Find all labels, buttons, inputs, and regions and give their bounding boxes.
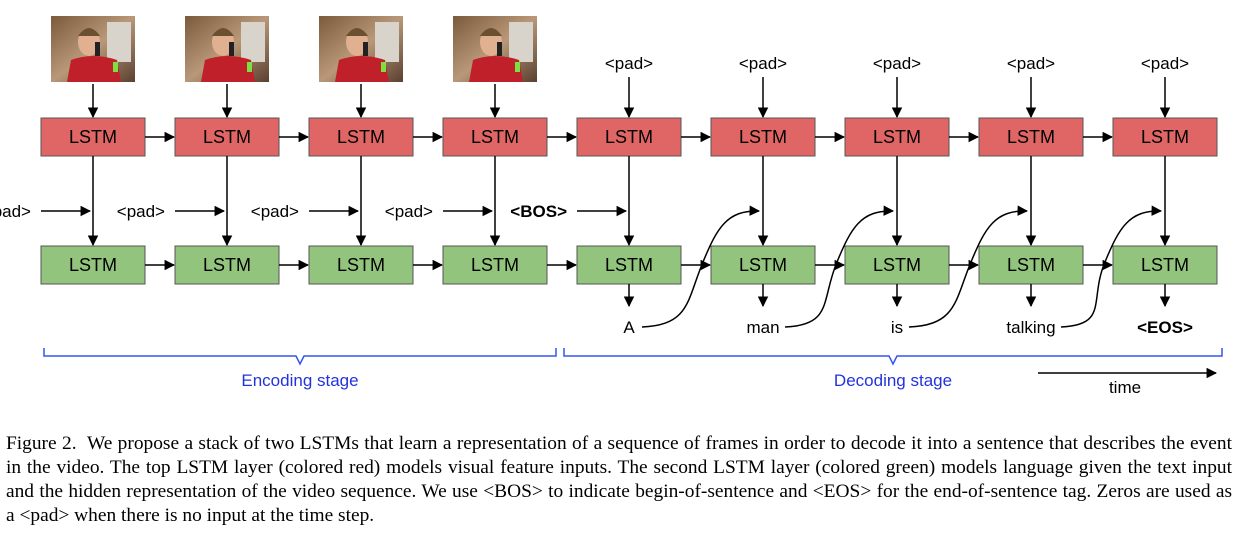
pad-input-label: <pad>	[1007, 54, 1055, 73]
decoding-stage-label: Decoding stage	[834, 371, 952, 390]
top-lstm-label: LSTM	[605, 127, 653, 147]
top-lstm-label: LSTM	[203, 127, 251, 147]
top-lstm-box	[1112, 117, 1218, 157]
frame-shirt	[201, 56, 255, 82]
bottom-lstm-label: LSTM	[605, 255, 653, 275]
output-word: A	[623, 318, 635, 337]
bottom-lstm-box	[40, 245, 146, 285]
frame-hair	[346, 28, 368, 36]
lstm-stack-diagram: <pad> <pad> <pad> <pad> <pad> LSTM LSTM LSTM LST…	[0, 16, 1223, 397]
bottom-lstm-label: LSTM	[337, 255, 385, 275]
frame-background	[509, 22, 533, 62]
frame-background	[241, 22, 265, 62]
bottom-lstm-label: LSTM	[1141, 255, 1189, 275]
top-lstm-label: LSTM	[337, 127, 385, 147]
frame-hair	[212, 28, 234, 36]
top-lstm-box	[844, 117, 950, 157]
bottom-lstm-label: LSTM	[471, 255, 519, 275]
bottom-lstm-label: LSTM	[1007, 255, 1055, 275]
top-lstm-box	[978, 117, 1084, 157]
top-lstm-label: LSTM	[69, 127, 117, 147]
top-lstm-box	[442, 117, 548, 157]
bottom-lstm-label: LSTM	[739, 255, 787, 275]
output-word: talking	[1006, 318, 1055, 337]
output-word: man	[746, 318, 779, 337]
top-lstm-box	[174, 117, 280, 157]
pad-input-label: <pad>	[873, 54, 921, 73]
decoding-stage-brace	[563, 348, 1223, 366]
top-lstm-label: LSTM	[873, 127, 921, 147]
word-feedback-arrow	[908, 205, 1029, 328]
frame-phone	[95, 42, 100, 56]
bottom-lstm-box	[844, 245, 950, 285]
frame-badge	[515, 62, 520, 72]
frame-hair	[480, 28, 502, 36]
output-word: is	[891, 318, 903, 337]
top-lstm-label: LSTM	[471, 127, 519, 147]
encoding-stage-brace	[43, 348, 557, 366]
frame-phone	[363, 42, 368, 56]
encoding-stage-label: Encoding stage	[241, 371, 358, 390]
frame-badge	[247, 62, 252, 72]
bottom-lstm-box	[710, 245, 816, 285]
frame-badge	[381, 62, 386, 72]
frame-badge	[113, 62, 118, 72]
word-feedback-arrow	[1060, 205, 1163, 328]
bottom-lstm-label: LSTM	[69, 255, 117, 275]
frame-hair	[78, 28, 100, 36]
frame-shirt	[469, 56, 523, 82]
bos-input-label: <BOS>	[510, 202, 567, 221]
time-label: time	[1109, 378, 1141, 397]
caption-label: Figure 2.	[6, 433, 77, 454]
figure-caption: Figure 2. We propose a stack of two LSTM…	[6, 432, 1232, 528]
top-lstm-label: LSTM	[1141, 127, 1189, 147]
pad-side-label: <pad>	[0, 202, 31, 221]
bottom-lstm-label: LSTM	[873, 255, 921, 275]
top-lstm-box	[308, 117, 414, 157]
word-feedback-arrow	[641, 205, 761, 328]
frame-shirt	[67, 56, 121, 82]
eos-output-label: <EOS>	[1137, 318, 1193, 337]
word-feedback-arrow	[784, 205, 895, 328]
top-lstm-box	[576, 117, 682, 157]
bottom-lstm-box	[174, 245, 280, 285]
top-lstm-label: LSTM	[1007, 127, 1055, 147]
frame-background	[107, 22, 131, 62]
top-lstm-label: LSTM	[739, 127, 787, 147]
pad-side-label: <pad>	[117, 202, 165, 221]
bottom-lstm-box	[1112, 245, 1218, 285]
pad-input-label: <pad>	[1141, 54, 1189, 73]
frame-phone	[229, 42, 234, 56]
bottom-lstm-box	[576, 245, 682, 285]
bottom-lstm-box	[442, 245, 548, 285]
pad-input-label: <pad>	[605, 54, 653, 73]
frame-background	[375, 22, 399, 62]
pad-side-label: <pad>	[251, 202, 299, 221]
pad-side-label: <pad>	[385, 202, 433, 221]
top-lstm-box	[710, 117, 816, 157]
pad-input-label: <pad>	[739, 54, 787, 73]
bottom-lstm-label: LSTM	[203, 255, 251, 275]
frame-phone	[497, 42, 502, 56]
frame-shirt	[335, 56, 389, 82]
caption-text: We propose a stack of two LSTMs that lea…	[6, 433, 1232, 526]
